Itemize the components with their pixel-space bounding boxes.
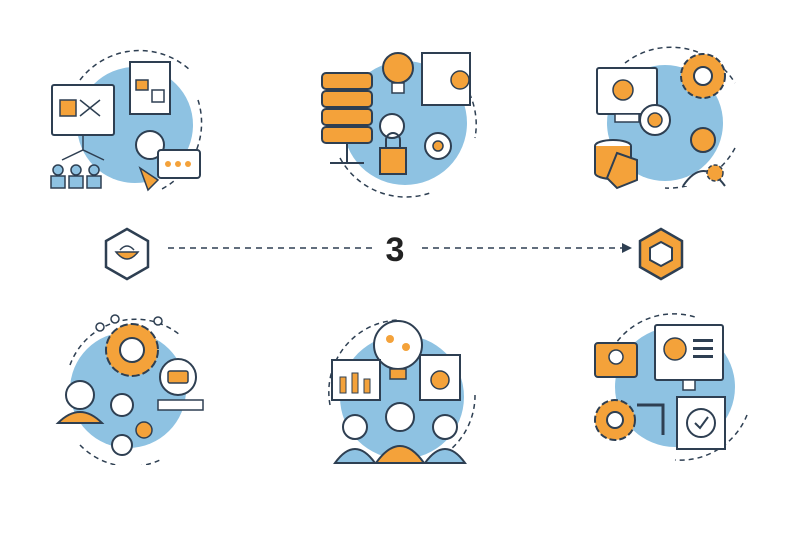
dashed-arrow-connector: [168, 243, 632, 253]
crypto-settings-icon: [594, 46, 736, 190]
team-analytics-icon: [328, 319, 476, 464]
presentation-team-icon: [50, 49, 203, 192]
workspace-tools-icon: [594, 313, 748, 461]
step-number: 3: [385, 231, 405, 269]
hexagon-icon: [638, 227, 684, 281]
database-security-icon: [321, 52, 477, 198]
ideas-settings-icon: [55, 314, 204, 465]
hexagon-bowl-icon: [104, 227, 150, 281]
